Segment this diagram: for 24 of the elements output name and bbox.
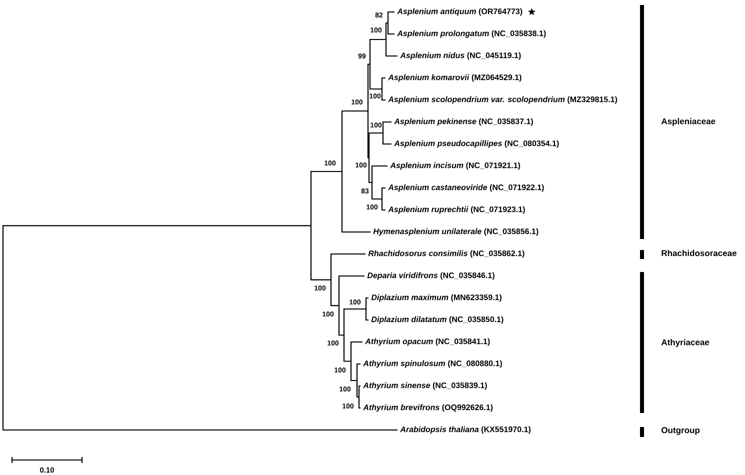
taxon-label: Diplazium dilatatum (NC_035850.1): [371, 316, 504, 324]
clade-label: Aspleniaceae: [661, 118, 716, 126]
taxon-label: Asplenium komarovii (MZ064529.1): [388, 74, 522, 82]
taxon-label: Hymenasplenium unilaterale (NC_035856.1): [373, 228, 538, 236]
taxon-label: Asplenium ruprechtii (NC_071923.1): [388, 206, 525, 214]
taxon-label: Asplenium nidus (NC_045119.1): [400, 52, 521, 60]
taxon-label: Asplenium scolopendrium var. scolopendrium (MZ329815.1): [388, 96, 618, 104]
taxon-label: Athyrium brevifrons (OQ992626.1): [363, 404, 493, 412]
clade-label: Rhachidosoraceae: [662, 250, 736, 256]
taxon-label: Asplenium prolongatum (NC_035838.1): [397, 30, 546, 38]
taxon-label: Asplenium pseudocapillipes (NC_080354.1): [394, 140, 559, 148]
taxon-label: Asplenium antiquum (OR764773): [397, 8, 522, 16]
taxon-label: Asplenium castaneoviride (NC_071922.1): [388, 184, 544, 192]
taxon-label: Athyrium sinense (NC_035839.1): [363, 382, 487, 390]
taxon-label: Diplazium maximum (MN623359.1): [371, 294, 502, 302]
clade-label: Outgroup: [662, 427, 700, 435]
taxon-label: Asplenium pekinense (NC_035837.1): [394, 118, 533, 126]
taxon-label: Athyrium opacum (NC_035841.1): [365, 338, 490, 346]
taxon-label: Arabidopsis thaliana (KX551970.1): [400, 426, 530, 434]
taxon-label: Asplenium incisum (NC_071921.1): [390, 162, 520, 170]
taxon-label: Deparia viridifrons (NC_035846.1): [367, 272, 494, 280]
taxon-label: Rhachidosorus consimilis (NC_035862.1): [368, 250, 524, 258]
clade-label: Athyriaceae: [661, 339, 710, 347]
taxon-label: Athyrium spinulosum (NC_080880.1): [363, 360, 502, 368]
